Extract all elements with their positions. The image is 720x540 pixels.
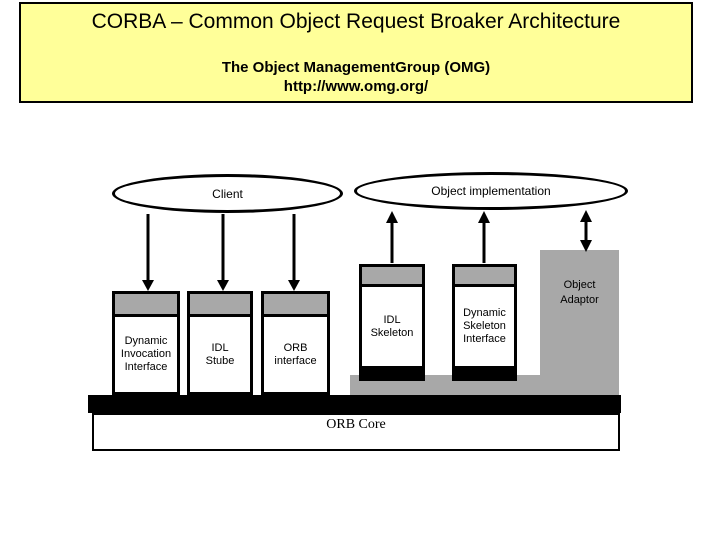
- box-black-strip: [362, 366, 422, 378]
- title-box: CORBA – Common Object Request Broaker Ar…: [19, 2, 693, 103]
- subtitle-organization: The Object ManagementGroup (OMG): [221, 59, 491, 76]
- box-gray-cap: [362, 267, 422, 287]
- slide-title: CORBA – Common Object Request Broaker Ar…: [91, 10, 621, 33]
- box-gray-cap: [115, 294, 177, 317]
- orb-interface-label: ORB interface: [274, 341, 317, 367]
- dynamic-skeleton-interface-label: Dynamic Skeleton Interface: [463, 307, 506, 345]
- box-black-strip: [455, 366, 514, 378]
- object-implementation-label: Object implementation: [431, 184, 551, 198]
- dynamic-invocation-interface-node: Dynamic Invocation Interface: [112, 291, 180, 395]
- slide-subtitle: The Object ManagementGroup (OMG) http://…: [21, 58, 691, 96]
- subtitle-url: http://www.omg.org/: [283, 78, 429, 95]
- dynamic-skeleton-to-object-impl-arrow: [478, 211, 490, 263]
- object-adaptor-node: Object Adaptor: [540, 250, 619, 397]
- box-gray-cap: [455, 267, 514, 287]
- box-gray-cap: [264, 294, 327, 317]
- idl-stube-node: IDL Stube: [187, 291, 253, 395]
- client-to-dii-arrow: [142, 214, 154, 291]
- idl-skeleton-to-object-impl-arrow: [386, 211, 398, 263]
- orb-core-node: ORB Core: [92, 413, 620, 451]
- orb-core-label: ORB Core: [326, 417, 386, 432]
- dynamic-invocation-interface-label: Dynamic Invocation Interface: [120, 335, 172, 373]
- client-label: Client: [212, 186, 243, 201]
- idl-skeleton-label: IDL Skeleton: [370, 313, 414, 339]
- idl-skeleton-node: IDL Skeleton: [359, 264, 425, 381]
- orb-black-bar: [88, 395, 621, 413]
- object-adaptor-label: Object Adaptor: [560, 279, 599, 306]
- box-gray-cap: [190, 294, 250, 317]
- orb-interface-node: ORB interface: [261, 291, 330, 395]
- object-implementation-node: Object implementation: [354, 172, 628, 210]
- object-impl-object-adaptor-double-arrow: [580, 210, 592, 252]
- idl-stube-label: IDL Stube: [205, 341, 235, 367]
- client-to-idl-stube-arrow: [217, 214, 229, 291]
- dynamic-skeleton-interface-node: Dynamic Skeleton Interface: [452, 264, 517, 381]
- client-node: Client: [112, 174, 343, 213]
- client-to-orb-interface-arrow: [288, 214, 300, 291]
